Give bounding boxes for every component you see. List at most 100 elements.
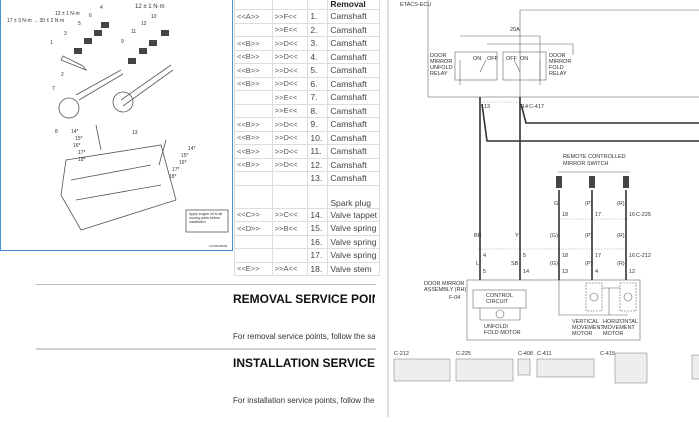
unfold-relay-label: UNFOLD — [430, 65, 453, 71]
step-number: 4. — [307, 49, 329, 64]
step-number: 9. — [307, 117, 329, 132]
table-row: >>E<<8.Camshaft — [234, 103, 380, 118]
installation-code: >>C<< — [271, 207, 309, 222]
relay-on-label: ON — [473, 56, 481, 62]
part-name: Camshaft — [327, 63, 380, 78]
unfold-relay-label: MIRROR — [430, 59, 452, 65]
part-name: Camshaft — [327, 76, 380, 91]
installation-code — [271, 0, 309, 10]
door-mirror-assembly-box — [466, 279, 641, 341]
installation-code: >>D<< — [271, 76, 309, 91]
removal-code: <<E>> — [234, 261, 273, 276]
step-number: 14. — [307, 207, 329, 222]
connector-label: C-212 — [636, 253, 651, 259]
installation-code: >>D<< — [271, 144, 309, 159]
part-name: Valve tappet — [327, 207, 380, 222]
callout: 18* — [169, 174, 177, 180]
table-row: <<B>>>>D<<4.Camshaft — [234, 49, 380, 64]
removal-steps-table: Removal<<A>>>>F<<1.Camshaft>>E<<2.Camsha… — [234, 0, 380, 276]
wire-color: (P) — [585, 201, 593, 207]
divider — [36, 284, 376, 285]
table-row: <<B>>>>D<<3.Camshaft — [234, 36, 380, 51]
removal-code: <<B>> — [234, 76, 273, 91]
pin-label: 18 — [562, 212, 568, 218]
wire-color: (P) — [585, 233, 593, 239]
connector-partial — [691, 354, 699, 380]
callout: 1 — [50, 40, 53, 46]
step-number — [307, 184, 329, 209]
wire-color: G — [554, 201, 558, 207]
connector-title: C-212 — [394, 351, 409, 357]
fold-relay-label: DOOR — [549, 53, 566, 59]
step-number: 2. — [307, 22, 329, 37]
ecu-label: ETACS-ECU — [400, 2, 431, 8]
wire-color: (R) — [617, 201, 625, 207]
table-row: 13.Camshaft — [234, 171, 380, 186]
ecu-box — [427, 0, 699, 98]
removal-code: <<B>> — [234, 36, 273, 51]
callout: 3 — [64, 31, 67, 37]
table-row: Spark plug — [234, 184, 380, 209]
part-name: Spark plug — [327, 184, 380, 209]
removal-code — [234, 234, 273, 249]
installation-code — [271, 248, 309, 263]
fold-relay-label: RELAY — [549, 71, 567, 77]
part-name: Valve spring — [327, 234, 380, 249]
installation-code: >>E<< — [271, 22, 309, 37]
part-name: Camshaft — [327, 157, 380, 172]
control-circuit-label: CONTROL — [486, 293, 513, 299]
step-number: 6. — [307, 76, 329, 91]
fold-relay — [502, 51, 547, 81]
removal-code: <<B>> — [234, 49, 273, 64]
callout: 15* — [181, 153, 189, 159]
wire-color: (R) — [617, 233, 625, 239]
connector-label: C-225 — [636, 212, 651, 218]
unfold-relay-label: RELAY — [430, 71, 448, 77]
table-row: <<E>>>>A<<18.Valve stem — [234, 261, 380, 276]
connector-c411 — [536, 358, 595, 378]
table-row: <<B>>>>D<<11.Camshaft — [234, 144, 380, 159]
step-number — [307, 0, 329, 10]
installation-code: >>D<< — [271, 63, 309, 78]
pin-label: 13 — [562, 269, 568, 275]
installation-code — [271, 184, 309, 209]
table-row: <<B>>>>D<<5.Camshaft — [234, 63, 380, 78]
step-number: 7. — [307, 90, 329, 105]
step-number: 17. — [307, 248, 329, 263]
pin-label: 4 — [483, 253, 486, 259]
pin-label: 5 — [523, 253, 526, 259]
vertical-motor-label: MOVEMENT — [572, 325, 604, 331]
pin-label: 5 — [483, 269, 486, 275]
part-name: Camshaft — [327, 144, 380, 159]
installation-code: >>E<< — [271, 103, 309, 118]
callout: 18* — [78, 157, 86, 163]
wire-color: Y — [515, 233, 519, 239]
wire-color: (G) — [550, 233, 558, 239]
callout: 17* — [78, 150, 86, 156]
horizontal-motor-label: MOVEMENT — [603, 325, 635, 331]
assembly-label: DOOR MIRROR — [424, 281, 464, 287]
wire-color: SB — [511, 261, 519, 267]
callout: 17* — [172, 167, 180, 173]
installation-code: >>D<< — [271, 157, 309, 172]
fold-relay-label: MIRROR — [549, 59, 571, 65]
installation-code: >>B<< — [271, 221, 309, 236]
removal-code — [234, 22, 273, 37]
installation-code: >>D<< — [271, 117, 309, 132]
table-row: <<B>>>>D<<12.Camshaft — [234, 157, 380, 172]
step-number: 12. — [307, 157, 329, 172]
removal-code: <<A>> — [234, 9, 273, 24]
callout: 16* — [73, 143, 81, 149]
wire-color: BR — [474, 233, 482, 239]
callout: 7 — [52, 86, 55, 92]
step-number: 5. — [307, 63, 329, 78]
installation-code: >>D<< — [271, 36, 309, 51]
wire-color: (R) — [617, 261, 625, 267]
pin-label: 18 — [562, 253, 568, 259]
camshaft-exploded-diagram: 17 ± 3 N·m → 30 ± 2 N·m 12 ± 1 N·m 12 ± … — [7, 4, 229, 248]
part-name: Camshaft — [327, 130, 380, 145]
removal-code — [234, 248, 273, 263]
callout: 6 — [89, 13, 92, 19]
unfold-relay — [454, 51, 498, 81]
removal-code: <<D>> — [234, 221, 273, 236]
